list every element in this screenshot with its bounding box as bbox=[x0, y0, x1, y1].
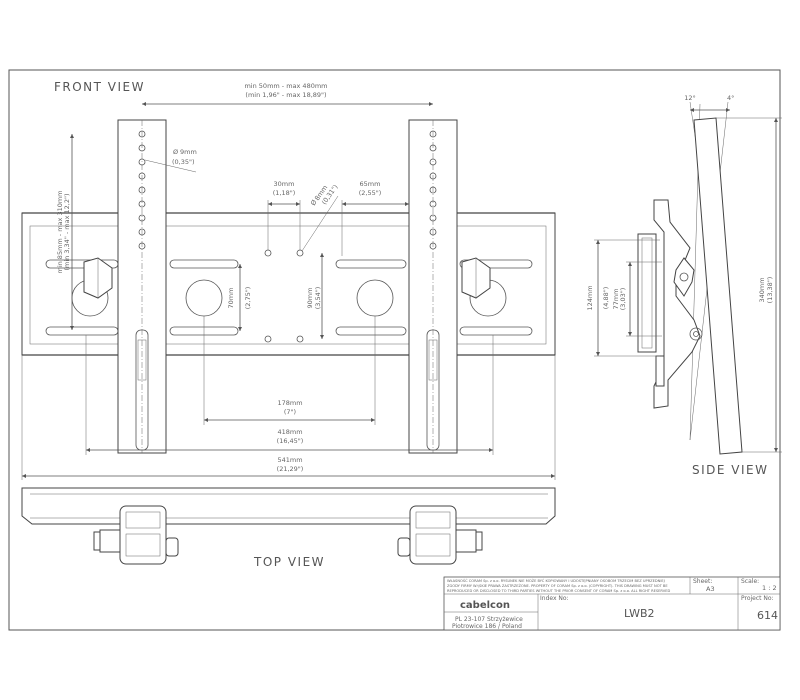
address-line-1: PL 23-107 Strzyżewice bbox=[455, 616, 523, 623]
title-block: WŁASNOŚĆ CORAM Sp. z o.o. RYSUNEK NIE MO… bbox=[443, 576, 781, 631]
tilt-knob bbox=[673, 257, 695, 297]
svg-text:(13,38"): (13,38") bbox=[766, 277, 774, 304]
sheet-border bbox=[8, 69, 781, 631]
svg-text:(21,29"): (21,29") bbox=[277, 465, 304, 473]
dimension-418mm: 418mm (16,45") bbox=[85, 335, 494, 455]
dimension-height-range: min 85mm - max 310mm (min 3,34" - max 12… bbox=[56, 134, 74, 330]
address-line-2: Piotrowice 186 / Poland bbox=[452, 623, 522, 630]
dimension-width-range: min 50mm - max 480mm (min 1,96" - max 18… bbox=[142, 82, 433, 106]
svg-text:77mm: 77mm bbox=[612, 289, 620, 310]
wall-slot bbox=[459, 259, 533, 269]
svg-text:(2,75"): (2,75") bbox=[244, 287, 252, 310]
index-value: LWB2 bbox=[624, 607, 655, 620]
dimension-541mm: 541mm (21,29") bbox=[21, 355, 556, 480]
svg-text:4°: 4° bbox=[727, 94, 734, 102]
svg-text:Ø: Ø bbox=[173, 148, 178, 156]
wall-slot bbox=[459, 326, 533, 336]
svg-text:min 50mm - max 480mm: min 50mm - max 480mm bbox=[244, 82, 327, 90]
svg-text:340mm: 340mm bbox=[758, 277, 766, 302]
svg-text:(2,55"): (2,55") bbox=[359, 189, 382, 197]
wall-slot bbox=[335, 259, 407, 269]
dimension-178mm: 178mm (7") bbox=[203, 316, 376, 425]
index-label: Index No: bbox=[540, 595, 569, 602]
svg-text:(1,18"): (1,18") bbox=[273, 189, 296, 197]
svg-text:(0,35"): (0,35") bbox=[172, 158, 195, 166]
dimension-340mm: 340mm (13,38") bbox=[716, 117, 782, 453]
side-bracket bbox=[653, 199, 701, 409]
top-view: TOP VIEW bbox=[21, 487, 556, 569]
svg-text:Ø: Ø bbox=[309, 198, 318, 207]
svg-text:418mm: 418mm bbox=[277, 428, 302, 436]
top-view-left-bracket bbox=[93, 505, 179, 565]
side-view: 12° 4° 124mm (4,88") 77mm (3,03") bbox=[586, 94, 782, 477]
dimension-77mm: 77mm (3,03") bbox=[612, 261, 662, 337]
dimension-124mm: 124mm (4,88") bbox=[586, 239, 660, 357]
svg-text:9mm: 9mm bbox=[180, 148, 197, 156]
svg-text:REPRODUCED OR DISCLOSED TO THI: REPRODUCED OR DISCLOSED TO THIRD PARTIES… bbox=[447, 589, 670, 593]
sheet-label: Sheet: bbox=[693, 578, 712, 585]
project-value: 614 bbox=[757, 609, 778, 622]
wall-plate-section bbox=[637, 233, 657, 353]
svg-text:90mm: 90mm bbox=[306, 288, 314, 309]
dimension-65mm: 65mm (2,55") bbox=[341, 180, 409, 256]
svg-text:(3,03"): (3,03") bbox=[619, 288, 627, 311]
project-label: Project No: bbox=[741, 595, 774, 602]
scale-value: 1 : 2 bbox=[762, 584, 777, 592]
left-vertical-arm bbox=[83, 119, 167, 454]
dimension-70mm: 70mm (2,75") bbox=[227, 264, 252, 331]
front-view-title: FRONT VIEW bbox=[54, 80, 145, 94]
svg-text:65mm: 65mm bbox=[360, 180, 381, 188]
svg-text:min 85mm - max 310mm: min 85mm - max 310mm bbox=[56, 190, 64, 273]
sheet-value: A3 bbox=[706, 585, 715, 593]
front-view: FRONT VIEW bbox=[21, 80, 556, 480]
dimension-90mm: 90mm (3,54") bbox=[306, 253, 324, 339]
tv-plate bbox=[693, 117, 743, 455]
svg-text:(min 1,96" - max 18,89"): (min 1,96" - max 18,89") bbox=[245, 91, 326, 99]
svg-text:541mm: 541mm bbox=[277, 456, 302, 464]
copyright-notice: WŁASNOŚĆ CORAM Sp. z o.o. RYSUNEK NIE MO… bbox=[447, 578, 665, 583]
svg-text:30mm: 30mm bbox=[274, 180, 295, 188]
top-view-title: TOP VIEW bbox=[253, 555, 325, 569]
svg-text:(16,45"): (16,45") bbox=[277, 437, 304, 445]
svg-text:(min 3,34" - max 12,2"): (min 3,34" - max 12,2") bbox=[63, 193, 71, 270]
svg-text:(3,54"): (3,54") bbox=[314, 287, 322, 310]
wall-slot bbox=[335, 326, 407, 336]
side-view-title: SIDE VIEW bbox=[692, 463, 769, 477]
right-vertical-arm bbox=[408, 119, 491, 454]
dimension-30mm: 30mm (1,18") bbox=[267, 180, 301, 250]
svg-text:ZGODY FIRMY WĄSKIE PRAWA ZASTR: ZGODY FIRMY WĄSKIE PRAWA ZASTRZEŻONE. PR… bbox=[447, 583, 668, 588]
svg-text:(4,88"): (4,88") bbox=[602, 287, 610, 310]
top-view-right-bracket bbox=[397, 505, 483, 565]
scale-label: Scale: bbox=[741, 578, 759, 585]
svg-text:178mm: 178mm bbox=[277, 399, 302, 407]
svg-text:70mm: 70mm bbox=[227, 288, 235, 309]
callout-hole-9mm: Ø 9mm (0,35") bbox=[144, 148, 197, 173]
svg-text:12°: 12° bbox=[684, 94, 696, 102]
svg-text:(7"): (7") bbox=[284, 408, 296, 416]
company-logo: cabelcon bbox=[460, 600, 510, 611]
svg-text:124mm: 124mm bbox=[586, 285, 594, 310]
